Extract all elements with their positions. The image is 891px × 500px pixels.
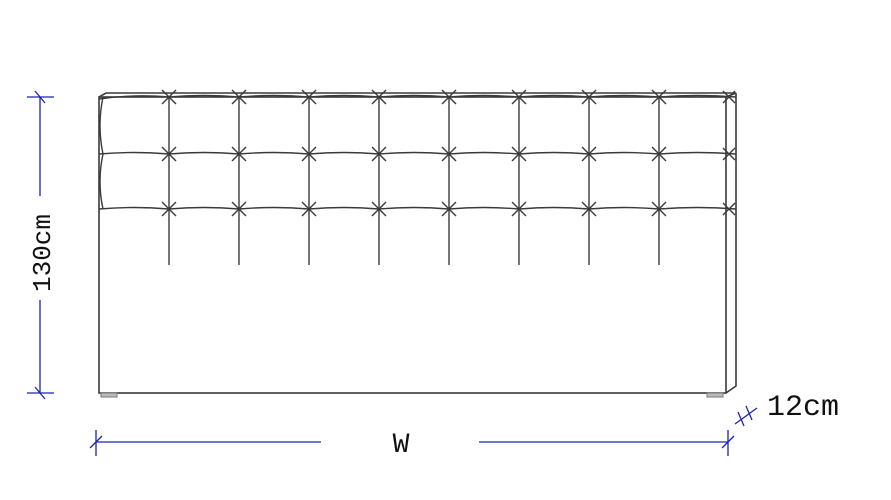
tuft-button-mark	[231, 89, 247, 105]
tuft-edge-curve	[99, 96, 104, 155]
tuft-button-mark	[651, 89, 667, 105]
depth-tick-2	[745, 405, 753, 421]
tuft-button-mark	[231, 201, 247, 217]
tuft-button-mark	[722, 90, 736, 104]
height-label: 130cm	[28, 214, 58, 292]
height-dimension	[27, 90, 54, 400]
tuft-button-mark	[371, 89, 387, 105]
tuft-button-mark	[511, 146, 527, 162]
tuft-button-mark	[722, 202, 736, 216]
headboard-front-face	[98, 96, 727, 394]
headboard-side-face	[725, 93, 737, 394]
tuft-seam-row	[98, 206, 737, 210]
foot-right	[706, 392, 724, 398]
tuft-seam-row	[98, 151, 737, 155]
tuft-button-mark	[511, 201, 527, 217]
tuft-button-mark	[371, 201, 387, 217]
depth-label: 12cm	[767, 391, 839, 425]
height-tick-top-slash	[34, 90, 46, 104]
tuft-button-mark	[371, 146, 387, 162]
tuft-button-mark	[581, 201, 597, 217]
tuft-seam-row	[98, 94, 737, 100]
tuft-button-mark	[161, 201, 177, 217]
tuft-button-mark	[301, 201, 317, 217]
tuft-button-mark	[231, 146, 247, 162]
tuft-button-mark	[581, 89, 597, 105]
tuft-edge-curve	[99, 153, 104, 210]
depth-dimension-line	[734, 407, 758, 425]
tuft-button-mark	[441, 201, 457, 217]
tuft-button-mark	[301, 89, 317, 105]
width-tick-right-slash	[721, 435, 735, 449]
depth-dimension	[734, 405, 758, 427]
tuft-button-mark	[161, 89, 177, 105]
tuft-button-mark	[651, 201, 667, 217]
tuft-button-mark	[441, 146, 457, 162]
tuft-button-mark	[441, 89, 457, 105]
tuft-button-mark	[722, 147, 736, 161]
tuft-button-mark	[511, 89, 527, 105]
tufting-grid	[98, 89, 737, 265]
width-label: W	[393, 430, 410, 461]
tuft-button-mark	[161, 146, 177, 162]
width-dimension	[89, 430, 735, 456]
depth-tick-1	[737, 411, 745, 427]
foot-left	[100, 392, 118, 398]
height-tick-bottom-slash	[34, 386, 46, 400]
tuft-button-mark	[301, 146, 317, 162]
headboard	[98, 92, 737, 398]
tuft-button-mark	[651, 146, 667, 162]
width-tick-left-slash	[89, 435, 103, 449]
tuft-button-mark	[581, 146, 597, 162]
